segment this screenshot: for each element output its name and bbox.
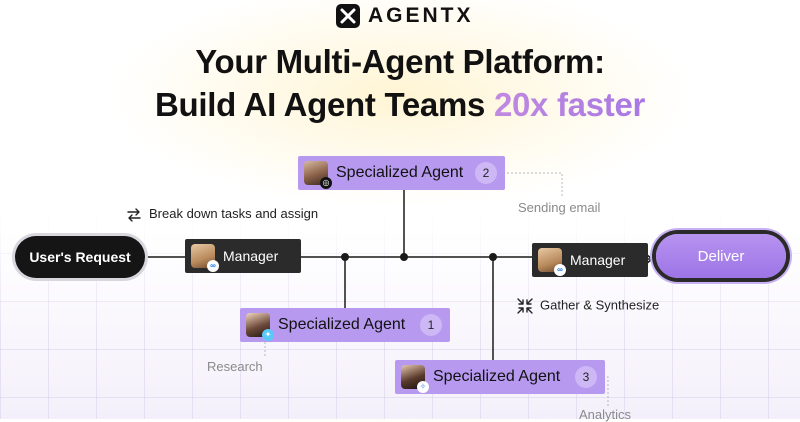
agent-avatar: ✧: [401, 365, 429, 393]
brand-name: AGENTX: [368, 4, 474, 27]
manager-avatar: ∞: [191, 244, 219, 272]
meta-badge-icon: ∞: [554, 264, 566, 276]
headline-line-1: Your Multi-Agent Platform:: [195, 43, 605, 80]
specialized-agent-1: ✦ Specialized Agent 1: [240, 308, 450, 342]
agent-number-badge: 1: [420, 314, 442, 336]
agent-number-badge: 3: [575, 366, 597, 388]
manager-label: Manager: [223, 248, 279, 264]
manager-node-intake: ∞ Manager: [185, 239, 301, 273]
headline-line-2: Build AI Agent Teams 20x faster: [0, 86, 800, 124]
gather-text: Gather & Synthesize: [540, 297, 660, 313]
specialized-agent-2: ◎ Specialized Agent 2: [298, 156, 505, 190]
swap-arrows-icon: [127, 207, 141, 222]
breakdown-annotation: Break down tasks and assign: [125, 206, 318, 223]
agent-number-badge: 2: [475, 162, 497, 184]
specialized-agent-3: ✧ Specialized Agent 3: [395, 360, 605, 394]
meta-badge-icon: ∞: [207, 260, 219, 272]
brand-logo: AGENTX: [336, 3, 474, 29]
agent-label: Specialized Agent: [336, 164, 464, 181]
gather-annotation: Gather & Synthesize: [516, 297, 659, 315]
agent-avatar: ◎: [304, 161, 332, 189]
agentx-logo-icon: [336, 4, 360, 28]
breakdown-text: Break down tasks and assign: [149, 206, 319, 221]
agent-label: Specialized Agent: [278, 316, 406, 333]
task-label-agent-2: Sending email: [518, 200, 601, 215]
headline-accent: 20x faster: [493, 86, 646, 123]
manager-label: Manager: [570, 252, 626, 268]
sparkle-badge-icon: ✦: [262, 329, 274, 341]
users-request-pill: User's Request: [15, 236, 145, 278]
agent-avatar: ✦: [246, 313, 274, 341]
collapse-arrows-icon: [517, 298, 533, 314]
manager-avatar: ∞: [538, 248, 566, 276]
manager-node-synthesize: ∞ Manager: [532, 243, 648, 277]
headline-prefix: Build AI Agent Teams: [154, 86, 494, 123]
task-label-agent-1: Research: [207, 359, 263, 374]
agent-label: Specialized Agent: [433, 368, 561, 385]
gemini-badge-icon: ✧: [417, 381, 429, 393]
task-label-agent-3: Analytics: [579, 407, 632, 422]
deliver-pill: Deliver: [656, 234, 786, 278]
openai-badge-icon: ◎: [320, 177, 332, 189]
